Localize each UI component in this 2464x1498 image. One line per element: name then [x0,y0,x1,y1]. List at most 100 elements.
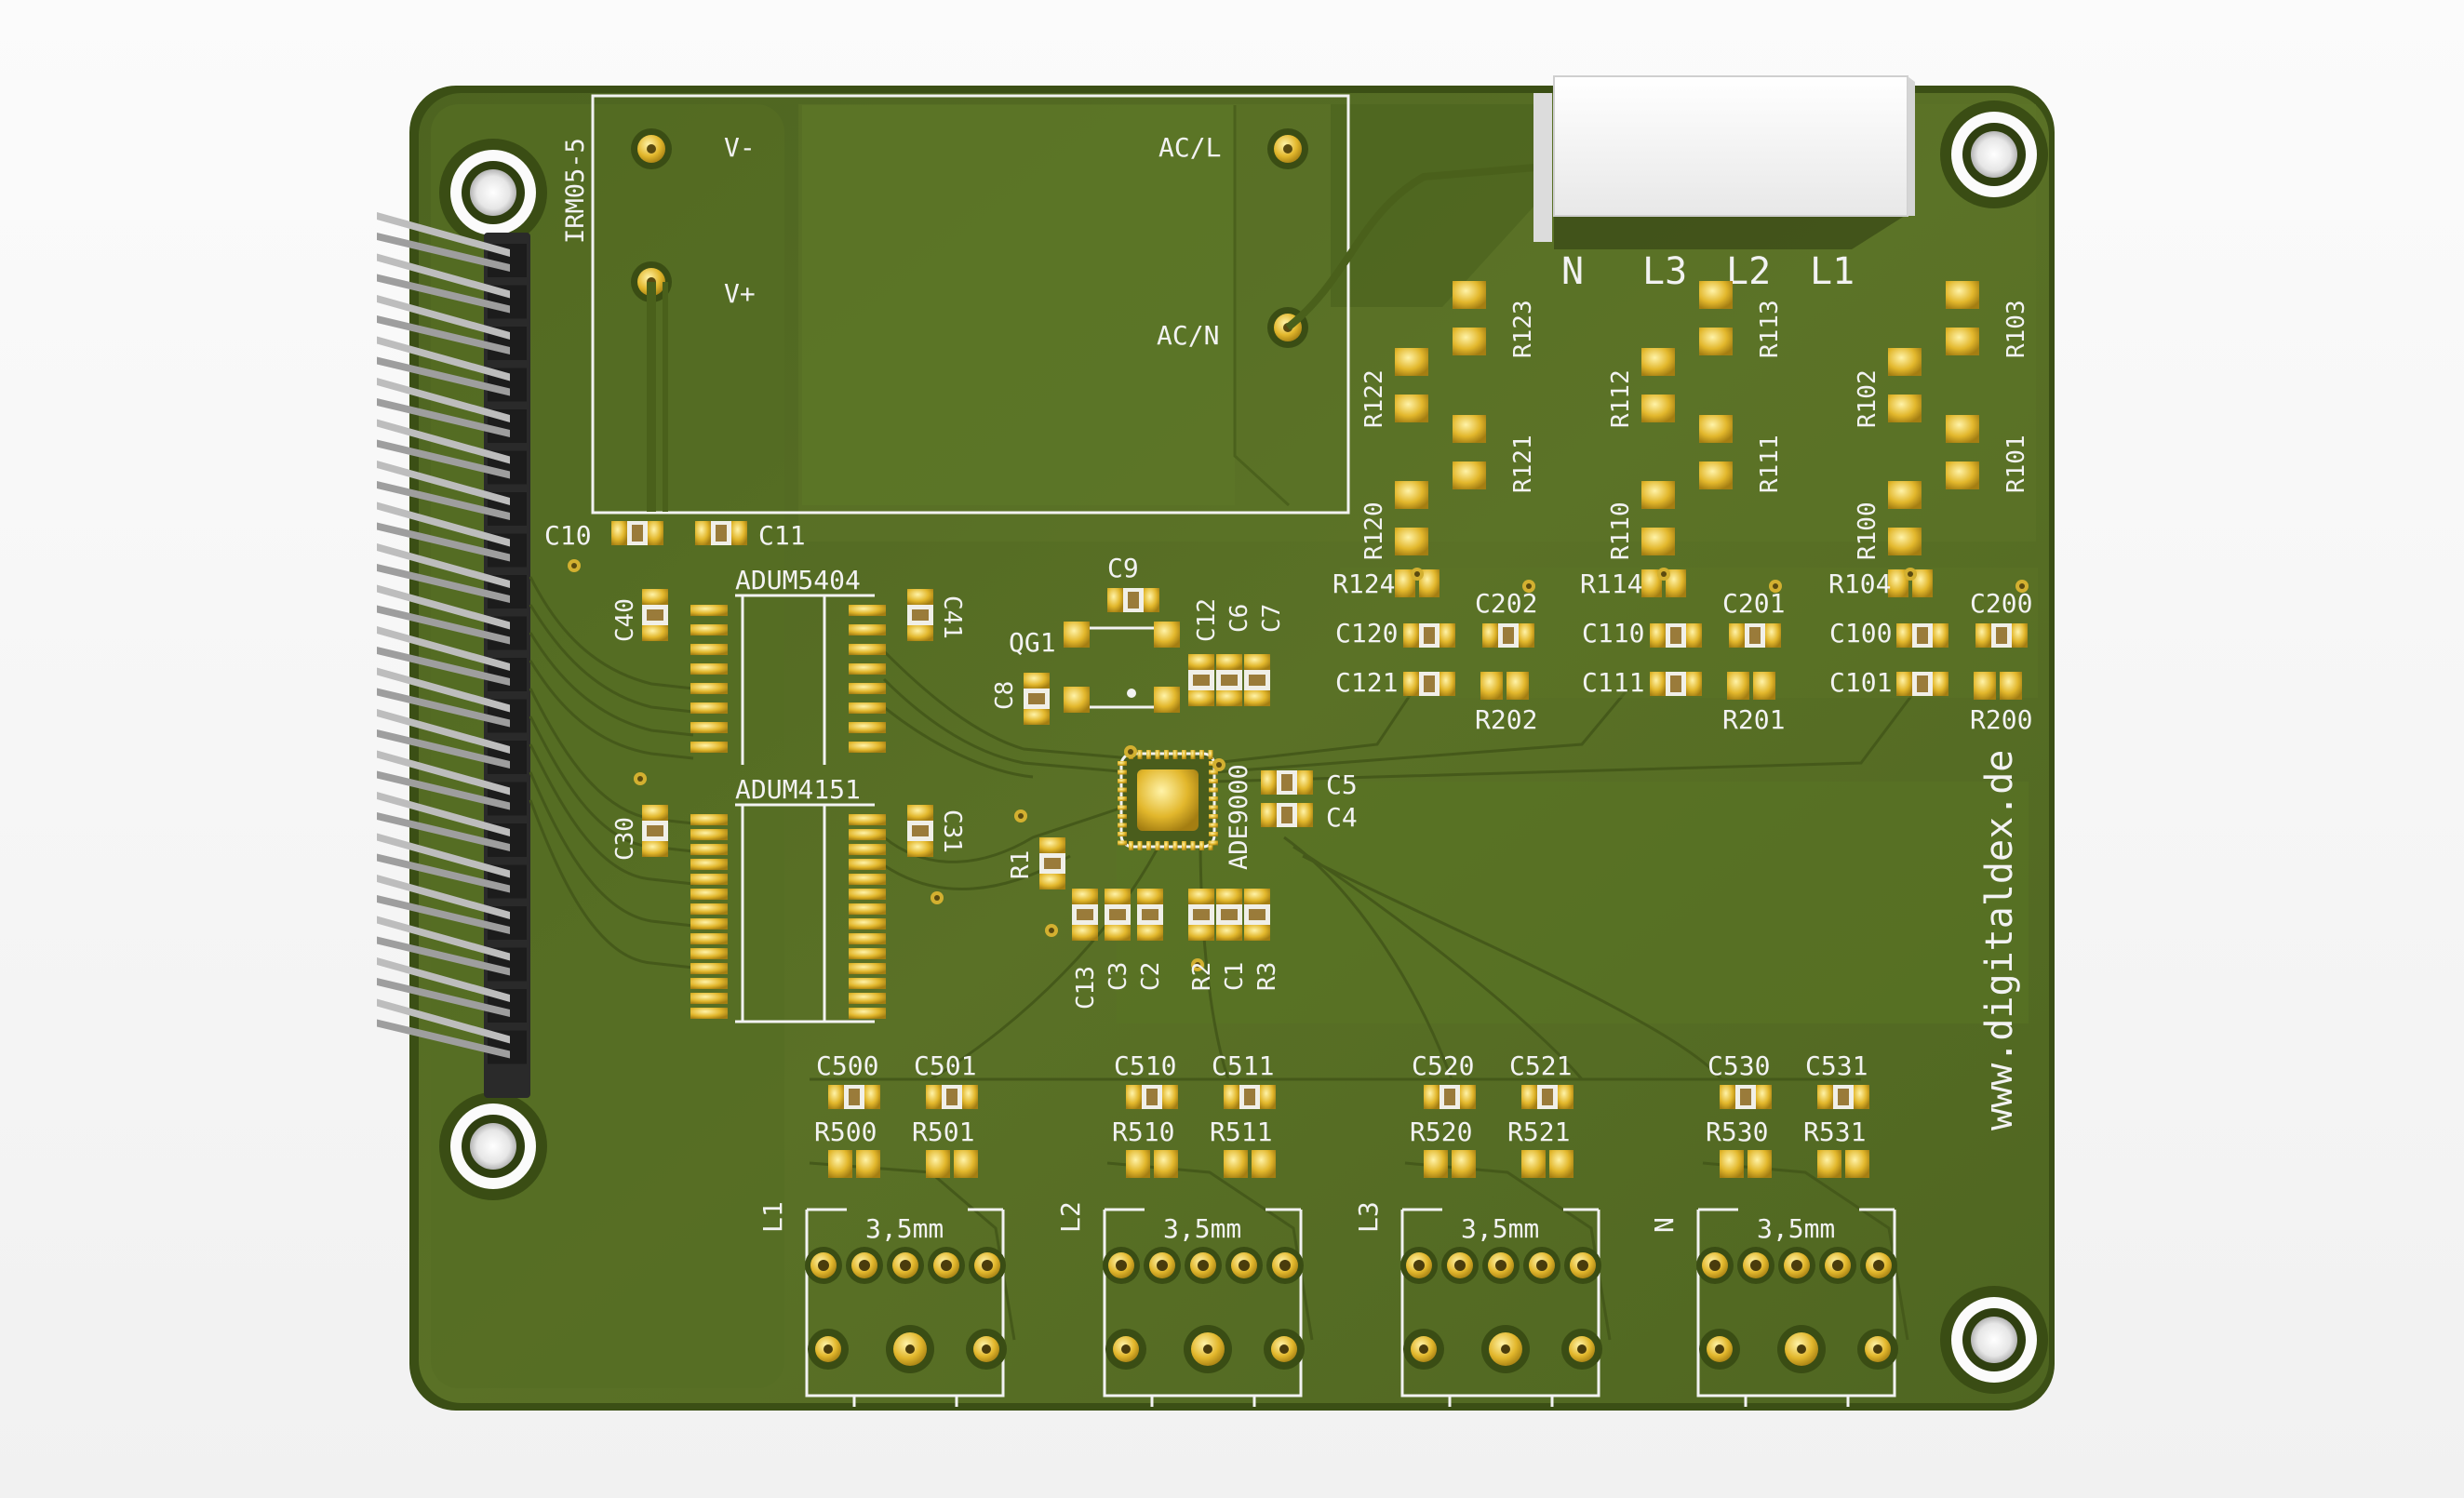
label-c200: C200 [1970,588,2032,619]
smd-pad [1641,481,1675,509]
ic-pad [1118,787,1127,793]
mounting-holes [439,100,2048,1394]
label-r101: R101 [2002,435,2030,493]
pin-header-pin [377,212,510,257]
ic-pad [690,859,728,870]
channel-res-b-label: R521 [1507,1117,1570,1147]
smd-pad [828,1150,852,1178]
ic-pad [1209,840,1218,846]
smd-pad [1699,461,1733,489]
jack-outline [1696,1210,1896,1398]
smd-capacitor [1039,837,1065,889]
ic-pad [690,918,728,930]
ic-pad [1182,750,1186,759]
ic-pad [690,993,728,1004]
ic-ade9000-pins [1118,750,1218,850]
smd-pad [1452,1150,1476,1178]
pin-header-pin [377,233,510,272]
label-c30: C30 [611,817,639,861]
ic-adum5404-label: ADUM5404 [735,565,861,595]
label-c3: C3 [1105,962,1132,991]
label-c10: C10 [544,520,592,551]
ic-pad [690,963,728,974]
ic-pad [690,814,728,825]
channel-res-b-label: R531 [1803,1117,1866,1147]
via-hole [571,563,577,568]
smd-capacitor [1188,889,1214,941]
smd-capacitor [1024,673,1050,725]
ic-pad [690,605,728,616]
label-c111: C111 [1582,667,1644,698]
jack-outline [1400,1210,1600,1398]
channel-res-a-label: R520 [1410,1117,1472,1147]
smd-pad [1946,415,1979,443]
ic-pad [690,742,728,753]
jack-outline [805,1210,1005,1398]
channel-jack-label: 3,5mm [1163,1213,1241,1244]
ic-pad [849,814,886,825]
ic-pad [1118,761,1127,766]
channel-line-label: L3 [1353,1201,1384,1233]
label-r100: R100 [1854,502,1881,560]
ic-pad [690,844,728,855]
label-c100: C100 [1829,618,1892,649]
ic-pad [690,1008,728,1019]
smd-capacitor [1403,672,1455,696]
smd-capacitor [1896,672,1948,696]
pin-header-pin [377,543,510,588]
smd-pad [1753,672,1775,700]
oscillator-qg1: QG1 [1009,622,1180,713]
channel-line-label: N [1649,1217,1680,1233]
smd-pad [1395,569,1415,597]
label-r124: R124 [1332,568,1395,599]
ic-pad [1209,796,1218,801]
smd-pad [1748,1150,1772,1178]
pin-header-pin [377,605,510,645]
ic-pad [849,644,886,655]
pin-header-pin [377,522,510,562]
smd-capacitor [1650,672,1702,696]
ic-pad [1208,750,1213,759]
ic-pad [690,663,728,675]
pin-header-pin [377,709,510,754]
smd-pad [1395,348,1428,376]
pin-header-pin [377,253,510,299]
pin-header-pin [377,812,510,851]
smd-capacitor [1650,623,1702,648]
ic-pad [690,933,728,944]
channel-res-a-label: R510 [1112,1117,1174,1147]
label-r1: R1 [1007,850,1035,879]
ic-pad [849,859,886,870]
pin-header-pin [377,936,510,976]
smd-pad [1395,481,1428,509]
pin-header-pin [377,998,510,1044]
smd-pad [1126,1150,1150,1178]
pin-header-pin [377,398,510,437]
psu-vminus-label: V- [724,132,756,163]
pin-header-pin [377,853,510,893]
ic-pad [1209,832,1218,836]
smd-capacitor [1424,1085,1476,1109]
label-r122: R122 [1360,369,1388,428]
channel-cap-a-label: C530 [1707,1050,1770,1081]
ic-pad [849,742,886,753]
mounting-hole-bottom-right [1940,1286,2048,1394]
smd-pad [1888,528,1922,555]
ic-pad [1208,841,1213,850]
pin-header-pin [377,564,510,603]
ic-pad [849,844,886,855]
ic-pad [1172,750,1178,759]
label-c121: C121 [1335,667,1398,698]
label-r103: R103 [2002,300,2030,358]
smd-pad [1641,528,1675,555]
smd-capacitor [1975,623,2028,648]
label-c11: C11 [758,520,806,551]
pin-header [377,212,530,1098]
ic-pad [1118,823,1127,828]
pin-header-pin [377,315,510,354]
ic-pad [849,903,886,915]
channel-res-b-label: R501 [912,1117,974,1147]
label-r111: R111 [1756,435,1784,493]
smd-capacitor [1072,889,1098,941]
